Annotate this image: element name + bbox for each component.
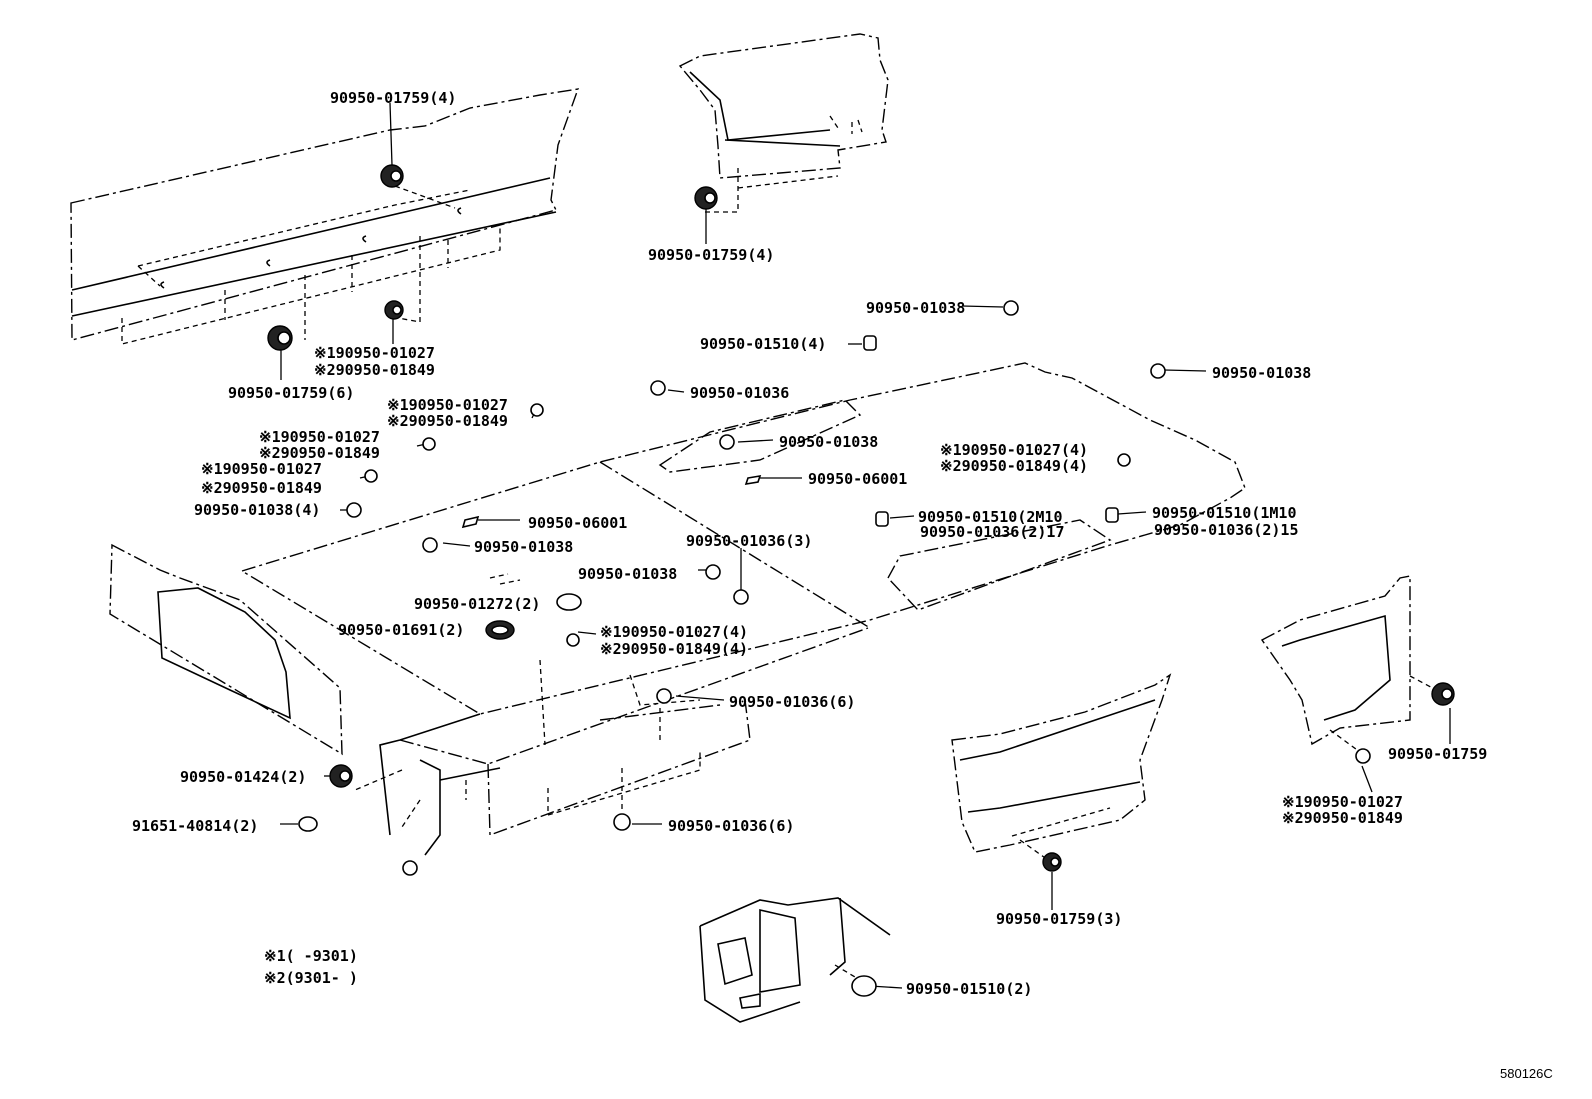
part-label: ※290950-01849	[314, 361, 435, 379]
plug-icon	[733, 589, 749, 605]
part-label: ※190950-01027	[387, 396, 508, 414]
part-label: 90950-01038	[578, 565, 677, 583]
right-corner-panel	[1260, 575, 1441, 753]
floor-body	[240, 362, 1246, 856]
clip-icon	[566, 633, 580, 647]
plug-icon	[656, 688, 672, 704]
part-label: ※190950-01027	[259, 428, 380, 446]
clip-icon	[530, 403, 544, 417]
plug-icon	[1105, 507, 1119, 523]
part-label: 90950-01510(2M10	[918, 508, 1063, 526]
leader-lines	[280, 102, 1451, 989]
plug-icon	[613, 813, 631, 831]
part-label: 90950-01036(2)15	[1154, 521, 1299, 539]
part-label: 90950-01038	[866, 299, 965, 317]
part-label: 90950-01759(4)	[330, 89, 456, 107]
bolt-icon	[402, 860, 418, 876]
part-label: ※290950-01849	[201, 479, 322, 497]
left-filler-panel	[109, 543, 343, 756]
clip-icon	[1117, 453, 1131, 467]
part-label: 90950-01510(1M10	[1152, 504, 1297, 522]
part-labels: 90950-01759(4) 90950-01759(4) 90950-0175…	[132, 89, 1553, 1081]
rear-corner-panel	[678, 33, 889, 213]
seal-icon	[461, 515, 480, 529]
part-label: 90950-01272(2)	[414, 595, 540, 613]
seal-icon	[744, 474, 762, 486]
plug-icon	[346, 502, 362, 518]
part-label: 90950-01038	[779, 433, 878, 451]
fasteners	[267, 164, 1455, 997]
part-label: ※290950-01849(4)	[600, 640, 748, 658]
part-label: 90950-06001	[528, 514, 627, 532]
bolt-icon	[298, 816, 318, 832]
part-label: ※290950-01849	[387, 412, 508, 430]
part-label: 90950-01036	[690, 384, 789, 402]
part-label: ※290950-01849	[259, 444, 380, 462]
part-label: ※190950-01027	[314, 344, 435, 362]
part-label: 90950-01036(2)17	[920, 523, 1065, 541]
part-label: 90950-01038	[1212, 364, 1311, 382]
part-label: 90950-01038	[474, 538, 573, 556]
plug-icon	[705, 564, 721, 580]
part-label: 90950-01036(3)	[686, 532, 812, 550]
part-label: 90950-01759(6)	[228, 384, 354, 402]
part-label: ※190950-01027	[1282, 793, 1403, 811]
part-label: 90950-01510(4)	[700, 335, 826, 353]
figure-code: 580126C	[1500, 1066, 1553, 1081]
left-side-panel	[70, 88, 580, 345]
part-label: 90950-01759	[1388, 745, 1487, 763]
part-label: ※190950-01027	[201, 460, 322, 478]
plug-icon	[851, 975, 877, 997]
part-label: 90950-01691(2)	[338, 621, 464, 639]
part-label: ※190950-01027(4)	[600, 623, 748, 641]
part-label: 90950-06001	[808, 470, 907, 488]
part-label: ※290950-01849	[1282, 809, 1403, 827]
inset-detail	[699, 897, 891, 1023]
part-label: 90950-01759(3)	[996, 910, 1122, 928]
plug-icon	[875, 511, 889, 527]
part-label: 90950-01424(2)	[180, 768, 306, 786]
clip-icon	[1355, 748, 1371, 764]
part-label: 90950-01038(4)	[194, 501, 320, 519]
plug-icon	[719, 434, 735, 450]
plug-icon	[863, 335, 877, 351]
plug-icon	[1150, 363, 1166, 379]
legend-note: ※1( -9301)	[264, 947, 358, 965]
part-label: 90950-01759(4)	[648, 246, 774, 264]
plug-icon	[422, 537, 438, 553]
part-label: 90950-01036(6)	[668, 817, 794, 835]
hole-plug-icon	[556, 593, 582, 611]
plug-icon	[650, 380, 666, 396]
part-label: 90950-01510(2)	[906, 980, 1032, 998]
part-label: ※290950-01849(4)	[940, 457, 1088, 475]
part-label: 90950-01036(6)	[729, 693, 855, 711]
legend-note: ※2(9301- )	[264, 969, 358, 987]
plug-icon	[1003, 300, 1019, 316]
lower-side-panel	[951, 673, 1172, 861]
clip-icon	[422, 437, 436, 451]
part-label: ※190950-01027(4)	[940, 441, 1088, 459]
clip-icon	[364, 469, 378, 483]
part-label: 91651-40814(2)	[132, 817, 258, 835]
